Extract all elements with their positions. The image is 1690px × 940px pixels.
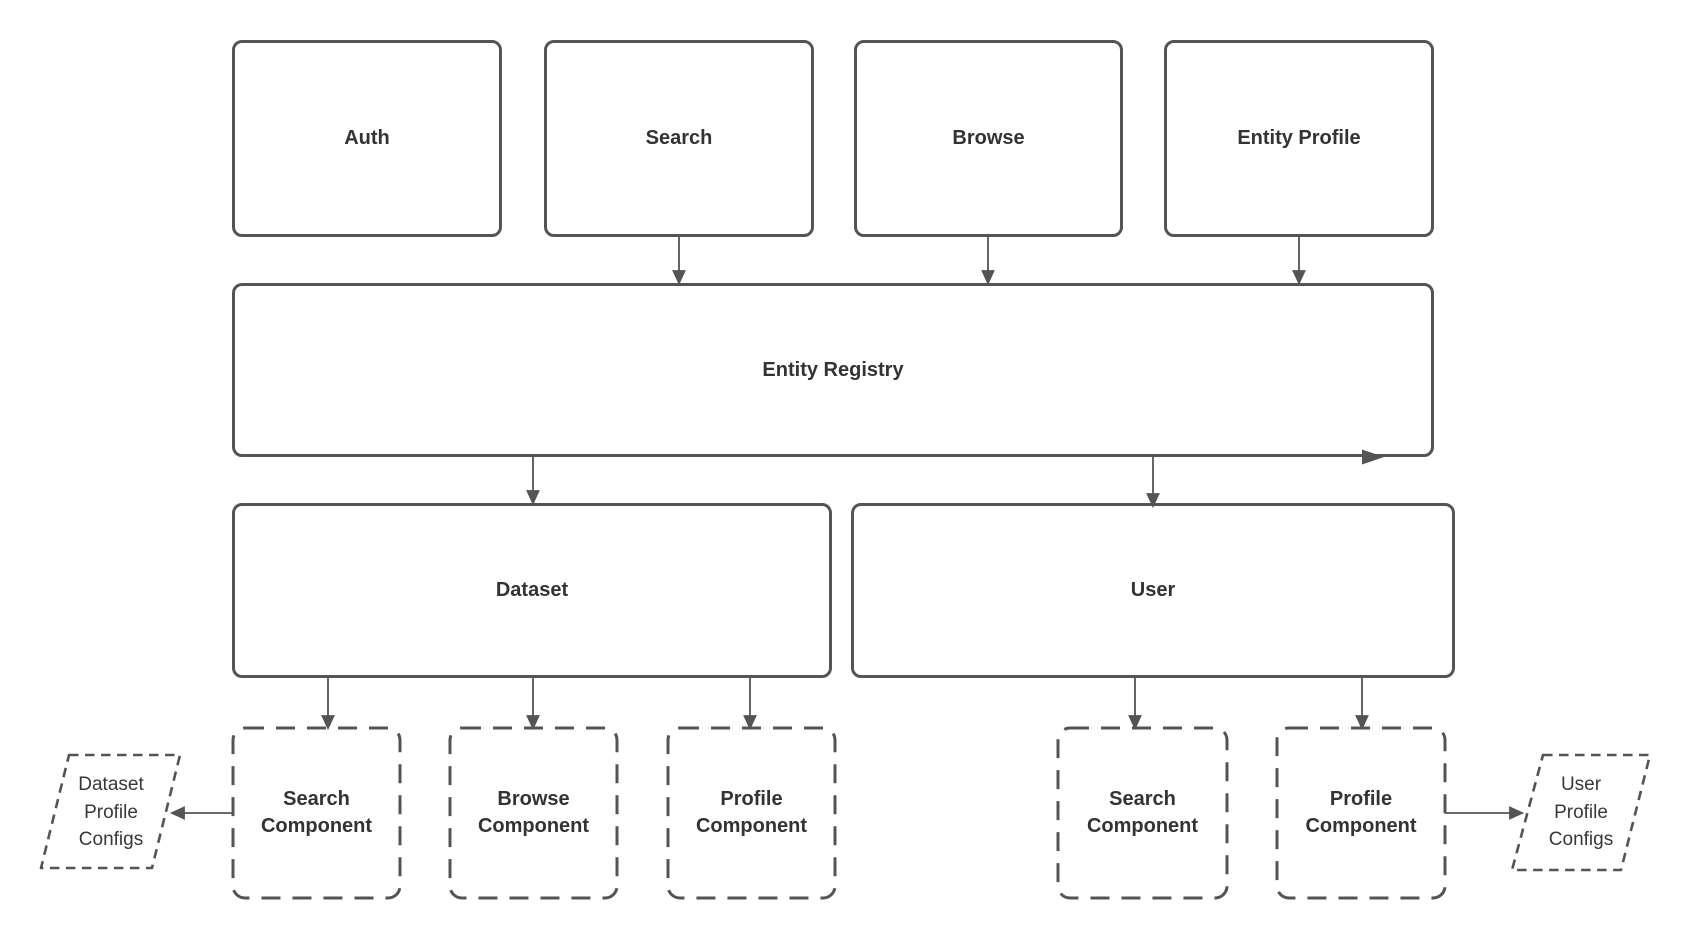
entity-registry-node: Entity Registry [232, 283, 1434, 457]
entity-profile-label: Entity Profile [1237, 127, 1361, 149]
arrow-entity-registry-to-user [1146, 457, 1160, 509]
arrow-user-to-profile-component [1355, 678, 1369, 731]
entity-registry-label: Entity Registry [762, 358, 904, 381]
user-search-component: Search Component [1058, 728, 1227, 898]
dataset-profile-component: Profile Component [668, 728, 835, 898]
user-profile-configs-label: User Profile Configs [1548, 774, 1614, 850]
search-node: Search [544, 40, 814, 237]
dataset-profile-component-label: Profile Component [695, 788, 808, 837]
arrow-dataset-to-browse-component [526, 678, 540, 731]
arrow-dataset-to-profile-component [743, 678, 757, 731]
user-label: User [1130, 579, 1176, 601]
browse-label: Browse [952, 127, 1025, 149]
search-label: Search [645, 127, 713, 149]
entity-profile-node: Entity Profile [1164, 40, 1434, 237]
dataset-browse-component-label: Browse Component [477, 788, 590, 837]
browse-node: Browse [854, 40, 1123, 237]
user-node: User [851, 503, 1455, 678]
arrow-entity-registry-to-dataset [526, 457, 540, 506]
dataset-node: Dataset [232, 503, 832, 678]
user-profile-component-label: Profile Component [1305, 788, 1417, 837]
arrow-search-to-entity-registry [672, 237, 686, 286]
dataset-search-component-label: Search Component [260, 788, 373, 837]
user-search-component-label: Search Component [1086, 788, 1199, 837]
auth-label: Auth [344, 127, 390, 149]
arrow-browse-to-entity-registry [981, 237, 995, 286]
dataset-browse-component: Browse Component [450, 728, 617, 898]
dataset-profile-configs-label: Dataset Profile Configs [78, 774, 144, 850]
user-profile-component: Profile Component [1277, 728, 1445, 898]
arrow-user-to-search-component [1128, 678, 1142, 731]
arrow-dataset-to-search-component [321, 678, 335, 731]
auth-node: Auth [232, 40, 502, 237]
arrow-entity-profile-to-entity-registry [1292, 237, 1306, 286]
dataset-search-component: Search Component [233, 728, 400, 898]
dataset-label: Dataset [495, 579, 569, 601]
